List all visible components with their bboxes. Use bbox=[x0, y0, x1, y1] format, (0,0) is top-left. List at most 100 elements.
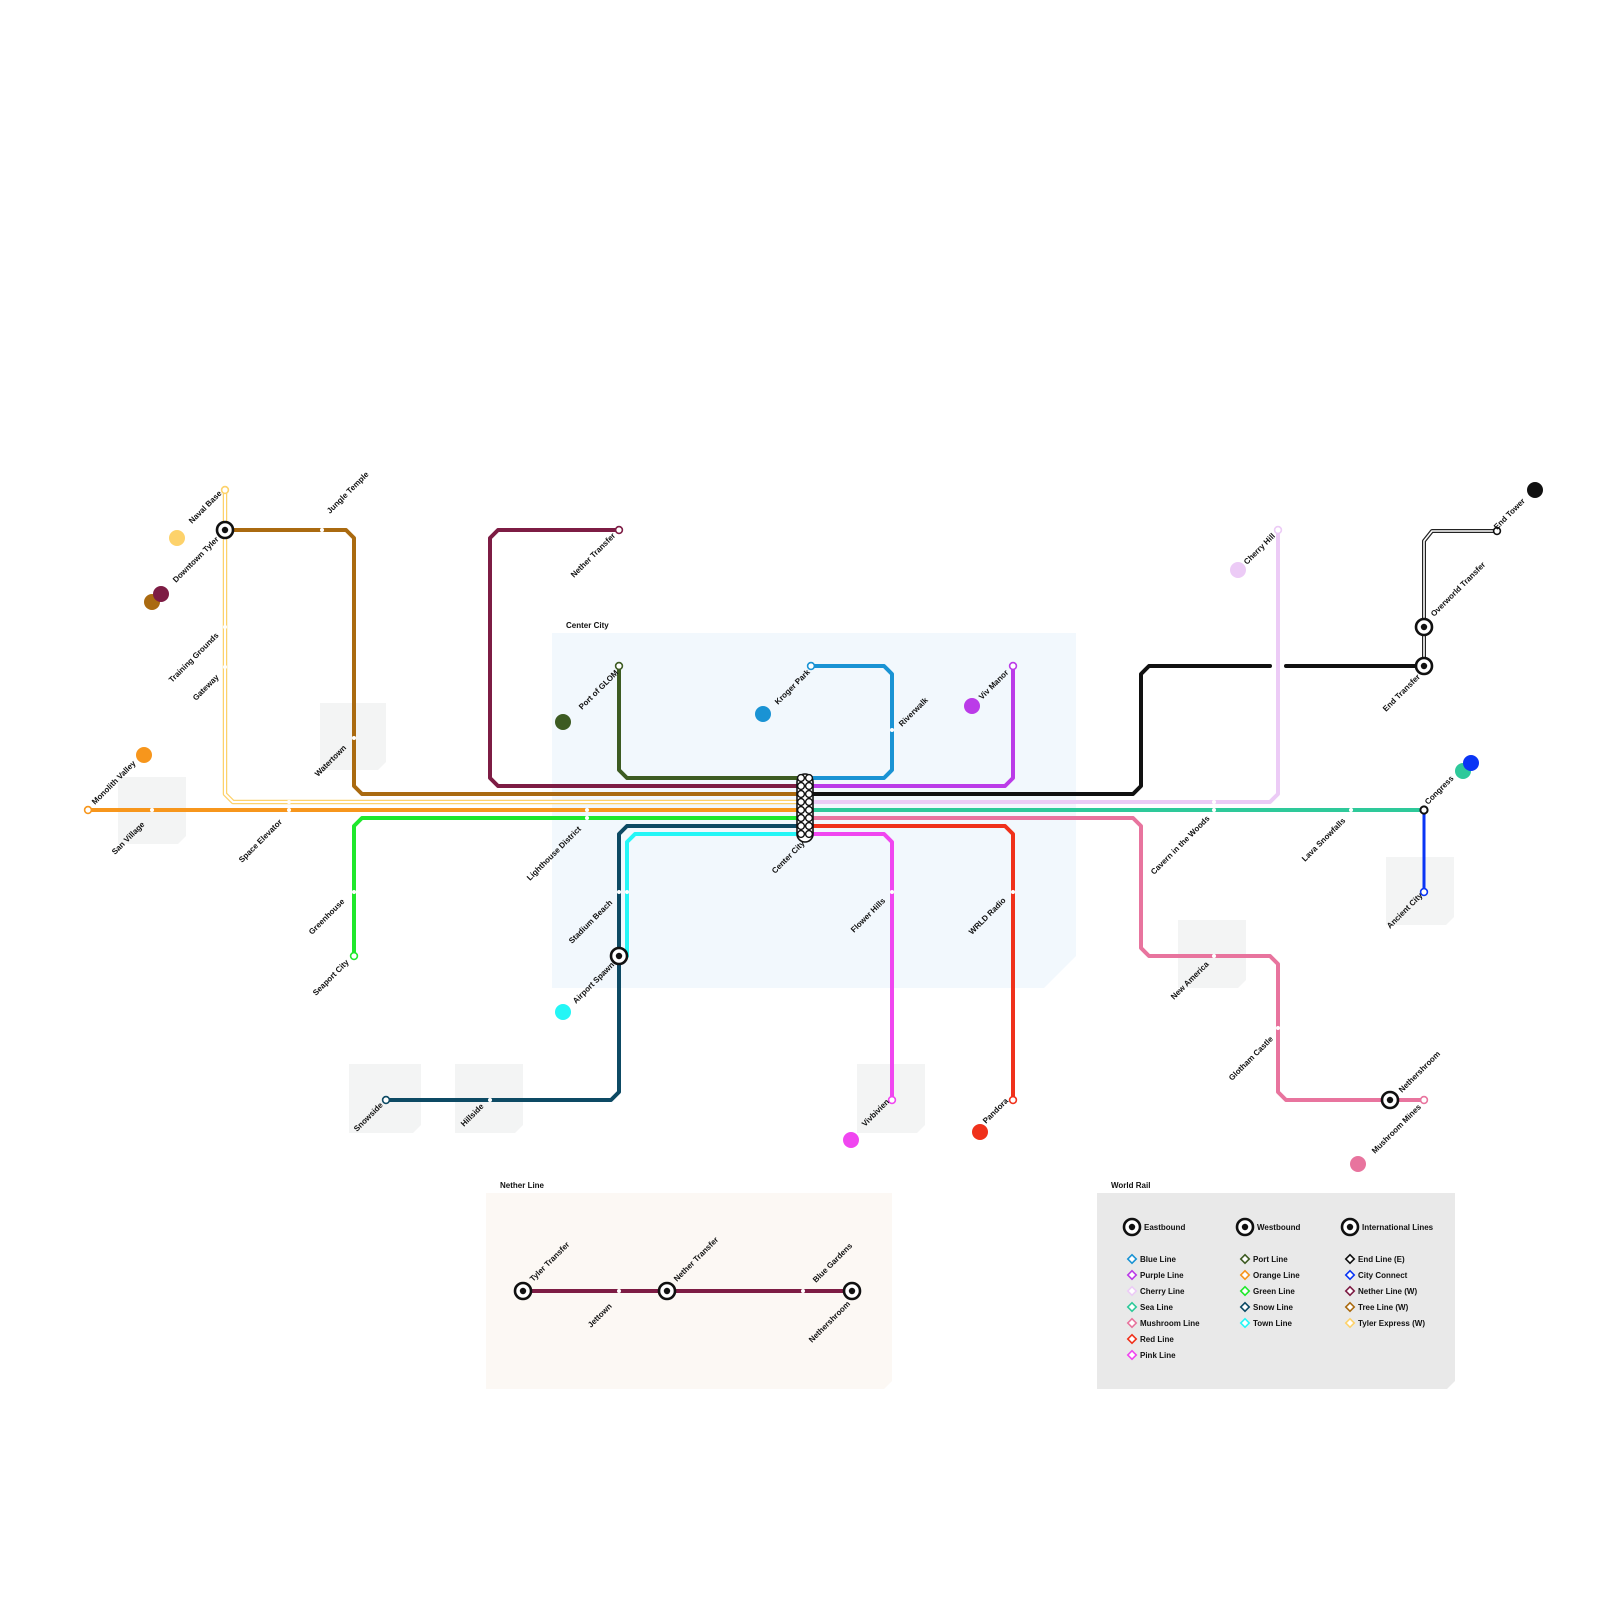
station-label[interactable]: Jungle Temple bbox=[325, 469, 371, 515]
tyler-express-badge-icon bbox=[169, 530, 185, 546]
svg-text:Nether Line (W): Nether Line (W) bbox=[1358, 1287, 1417, 1296]
legend-westbound-icon bbox=[1235, 1217, 1255, 1237]
svg-text:Mushroom Line: Mushroom Line bbox=[1140, 1319, 1200, 1328]
legend-item: Cherry Line bbox=[1126, 1285, 1185, 1297]
mushroom-line-badge-icon bbox=[1350, 1156, 1366, 1172]
legend-item: City Connect bbox=[1344, 1269, 1408, 1281]
legend-item: Nether Line (W) bbox=[1344, 1285, 1417, 1297]
port-line-badge-icon bbox=[555, 714, 571, 730]
pink-line[interactable] bbox=[803, 832, 894, 1102]
station-label[interactable]: Space Elevator bbox=[237, 817, 284, 864]
world-rail-region bbox=[1097, 1193, 1455, 1389]
svg-text:Town Line: Town Line bbox=[1253, 1319, 1293, 1328]
port-line[interactable] bbox=[617, 664, 807, 780]
purple-line-badge-icon bbox=[964, 698, 980, 714]
svg-text:Red Line: Red Line bbox=[1140, 1335, 1174, 1344]
end-international-line[interactable] bbox=[1422, 529, 1499, 668]
blue-line[interactable] bbox=[803, 664, 894, 780]
station-label[interactable]: Mushroom Mines bbox=[1370, 1102, 1423, 1155]
station-label[interactable]: Gateway bbox=[191, 672, 221, 702]
legend-item: Tree Line (W) bbox=[1344, 1301, 1409, 1313]
tyler-express-line-inner bbox=[224, 489, 806, 803]
red-line[interactable] bbox=[803, 824, 1015, 1102]
svg-text:End Line (E): End Line (E) bbox=[1358, 1255, 1405, 1264]
station-label[interactable]: Greenhouse bbox=[307, 897, 347, 937]
nether-line-region-title: Nether Line bbox=[500, 1181, 545, 1190]
svg-text:Tree Line (W): Tree Line (W) bbox=[1358, 1303, 1409, 1312]
svg-text:Sea Line: Sea Line bbox=[1140, 1303, 1173, 1312]
station-label[interactable]: Seaport City bbox=[311, 957, 351, 997]
red-line-badge-icon bbox=[972, 1124, 988, 1140]
legend-item: Red Line bbox=[1126, 1333, 1174, 1345]
station-label[interactable]: Overworld Transfer bbox=[1429, 560, 1487, 618]
legend-item: Snow Line bbox=[1239, 1301, 1294, 1313]
mushroom-line[interactable] bbox=[803, 816, 1426, 1102]
end-international-line-inner bbox=[1423, 530, 1498, 667]
station-label[interactable]: Cavern in the Woods bbox=[1149, 814, 1212, 877]
legend-international-header: International Lines bbox=[1362, 1223, 1434, 1232]
station-label[interactable]: Glotham Castle bbox=[1227, 1034, 1275, 1082]
station-label[interactable]: End Transfer bbox=[1381, 672, 1422, 713]
downtown-tyler-interchange-icon[interactable] bbox=[215, 520, 235, 540]
center-city-hub[interactable] bbox=[796, 773, 814, 843]
station-label[interactable]: Cherry Hill bbox=[1242, 531, 1277, 566]
airport-spawn-interchange-icon[interactable] bbox=[609, 946, 629, 966]
station-label[interactable]: Lava Snowfalls bbox=[1300, 816, 1348, 864]
end-line-badge-icon bbox=[1527, 482, 1543, 498]
end-transfer-interchange-icon[interactable] bbox=[1414, 656, 1434, 676]
station-label[interactable]: Nether Transfer bbox=[569, 531, 617, 579]
svg-text:Orange Line: Orange Line bbox=[1253, 1271, 1300, 1280]
nethershroom-interchange-icon[interactable] bbox=[1380, 1090, 1400, 1110]
orange-line-badge-icon bbox=[136, 747, 152, 763]
legend-item: Tyler Express (W) bbox=[1344, 1317, 1425, 1329]
station-label[interactable]: End Tower bbox=[1492, 497, 1527, 532]
legend-item: End Line (E) bbox=[1344, 1253, 1405, 1265]
intermediate-markers bbox=[150, 528, 1353, 1293]
legend-eastbound-header: Eastbound bbox=[1144, 1223, 1185, 1232]
svg-text:City Connect: City Connect bbox=[1358, 1271, 1408, 1280]
overworld-transfer-interchange-icon[interactable] bbox=[1414, 617, 1434, 637]
legend-item: Purple Line bbox=[1126, 1269, 1184, 1281]
legend-item: Sea Line bbox=[1126, 1301, 1173, 1313]
interchange-markers[interactable] bbox=[215, 520, 1434, 1301]
svg-text:Snow Line: Snow Line bbox=[1253, 1303, 1294, 1312]
station-label[interactable]: Congress bbox=[1423, 774, 1456, 807]
world-rail-region-title: World Rail bbox=[1111, 1181, 1150, 1190]
svg-text:Pink Line: Pink Line bbox=[1140, 1351, 1176, 1360]
svg-text:Port Line: Port Line bbox=[1253, 1255, 1288, 1264]
nether-transfer-interchange-icon[interactable] bbox=[657, 1281, 677, 1301]
legend-eastbound-icon bbox=[1122, 1217, 1142, 1237]
town-line-badge-icon bbox=[555, 1004, 571, 1020]
station-label[interactable]: Naval Base bbox=[187, 488, 224, 525]
cherry-line-badge-icon bbox=[1230, 562, 1246, 578]
station-label[interactable]: Nethershroom bbox=[1397, 1049, 1442, 1094]
end-line[interactable] bbox=[803, 664, 1426, 796]
city-connect-badge-icon bbox=[1463, 755, 1479, 771]
legend-item: Blue Line bbox=[1126, 1253, 1177, 1265]
svg-text:Tyler Express (W): Tyler Express (W) bbox=[1358, 1319, 1425, 1328]
station-label[interactable]: Pandora bbox=[981, 1096, 1010, 1125]
legend-item: Town Line bbox=[1239, 1317, 1293, 1329]
legend-item: Orange Line bbox=[1239, 1269, 1300, 1281]
center-city-region-title: Center City bbox=[566, 621, 609, 630]
legend-international-icon bbox=[1340, 1217, 1360, 1237]
svg-text:Cherry Line: Cherry Line bbox=[1140, 1287, 1185, 1296]
legend-westbound-header: Westbound bbox=[1257, 1223, 1301, 1232]
line-badges bbox=[136, 482, 1543, 1172]
nether-line[interactable] bbox=[488, 528, 807, 788]
tree-line[interactable] bbox=[223, 528, 807, 796]
nethershroom-inset-interchange-icon[interactable] bbox=[842, 1281, 862, 1301]
legend-item: Green Line bbox=[1239, 1285, 1295, 1297]
town-line[interactable] bbox=[625, 832, 807, 958]
nether-line-badge-icon bbox=[153, 586, 169, 602]
svg-text:Green Line: Green Line bbox=[1253, 1287, 1295, 1296]
svg-text:Purple Line: Purple Line bbox=[1140, 1271, 1184, 1280]
legend-item: Port Line bbox=[1239, 1253, 1288, 1265]
tyler-transfer-interchange-icon[interactable] bbox=[513, 1281, 533, 1301]
cherry-line[interactable] bbox=[803, 528, 1280, 804]
svg-text:Blue Line: Blue Line bbox=[1140, 1255, 1177, 1264]
purple-line[interactable] bbox=[803, 664, 1015, 788]
legend-item: Pink Line bbox=[1126, 1349, 1176, 1361]
pink-line-badge-icon bbox=[843, 1132, 859, 1148]
